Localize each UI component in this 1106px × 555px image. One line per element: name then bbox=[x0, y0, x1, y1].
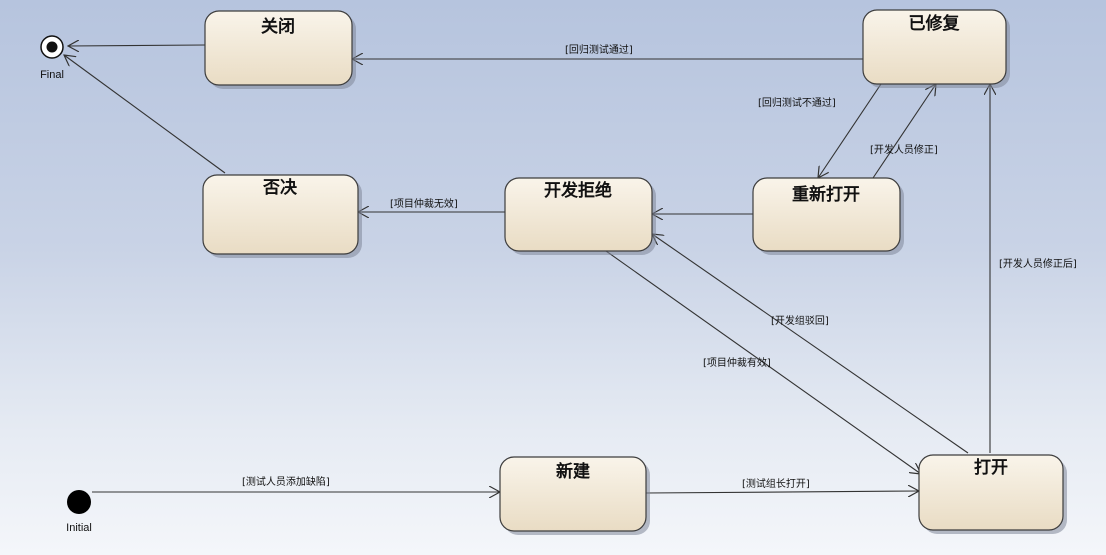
state-closed-name: 关闭 bbox=[261, 16, 295, 37]
edge-rejected-to-final bbox=[64, 55, 226, 174]
edge-opened-to-devrefused bbox=[652, 234, 969, 454]
guard-pm-valid: [项目仲裁有效] bbox=[703, 356, 771, 369]
guard-lead-open: [测试组长打开] bbox=[742, 477, 810, 490]
state-reopened[interactable]: 重新打开 bbox=[752, 177, 904, 255]
state-closed[interactable]: 关闭 bbox=[204, 10, 356, 89]
edge-devrefused-to-opened bbox=[605, 250, 921, 474]
state-fixed[interactable]: 已修复 bbox=[862, 9, 1010, 88]
guard-pm-invalid: [项目仲裁无效] bbox=[390, 197, 458, 210]
guard-regression-pass: [回归测试通过] bbox=[565, 43, 633, 56]
guard-dev-reject-back: [开发组驳回] bbox=[771, 314, 829, 327]
final-state[interactable] bbox=[40, 35, 64, 59]
state-dev-refused-name: 开发拒绝 bbox=[544, 180, 612, 201]
state-rejected[interactable]: 否决 bbox=[202, 174, 362, 258]
initial-state-label: Initial bbox=[66, 522, 92, 534]
guard-tester-add: [测试人员添加缺陷] bbox=[242, 475, 330, 488]
initial-state[interactable] bbox=[67, 490, 91, 514]
state-opened-name: 打开 bbox=[974, 457, 1008, 478]
state-fixed-name: 已修复 bbox=[909, 13, 961, 34]
initial-state-dot bbox=[67, 490, 91, 514]
guard-regression-fail: [回归测试不通过] bbox=[758, 96, 836, 109]
guard-dev-fix: [开发人员修正] bbox=[870, 143, 938, 156]
state-new[interactable]: 新建 bbox=[499, 456, 650, 535]
guard-labels: [回归测试通过] [回归测试不通过] [开发人员修正] [项目仲裁无效] [开发… bbox=[242, 43, 1077, 490]
final-state-label: Final bbox=[40, 69, 64, 81]
edge-fixed-to-reopened bbox=[818, 83, 882, 178]
state-dev-refused[interactable]: 开发拒绝 bbox=[504, 177, 656, 255]
transitions bbox=[64, 45, 990, 493]
guard-dev-fix-after: [开发人员修正后] bbox=[999, 257, 1077, 270]
final-state-dot bbox=[46, 41, 58, 53]
edge-new-to-opened bbox=[645, 491, 919, 493]
state-new-name: 新建 bbox=[556, 461, 590, 482]
state-opened[interactable]: 打开 bbox=[918, 454, 1067, 534]
edge-closed-to-final bbox=[68, 45, 206, 46]
state-reopened-name: 重新打开 bbox=[792, 184, 860, 205]
edge-reopened-to-fixed bbox=[872, 84, 936, 179]
state-rejected-name: 否决 bbox=[262, 177, 298, 198]
